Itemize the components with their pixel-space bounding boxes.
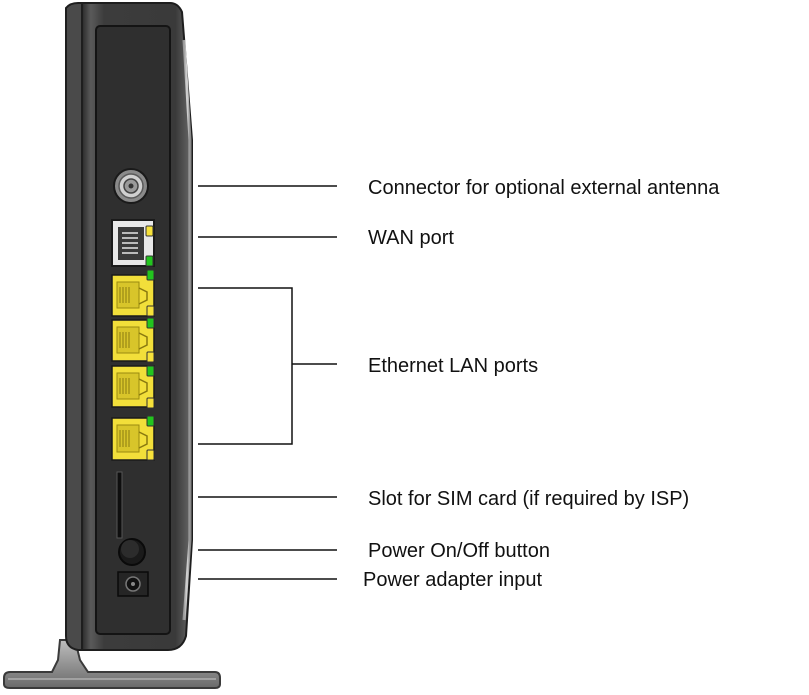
lan-bracket [198, 287, 293, 445]
lan-led-green [146, 317, 155, 329]
lan-led-yellow [146, 449, 155, 461]
label-wan-port: WAN port [368, 227, 454, 249]
label-power-button: Power On/Off button [368, 540, 550, 562]
lan-port-3[interactable] [111, 365, 155, 409]
lan-led-green [146, 365, 155, 377]
label-lan-ports: Ethernet LAN ports [368, 355, 539, 377]
label-sim-slot: Slot for SIM card (if required by ISP) [368, 488, 690, 510]
lan-led-green [146, 269, 155, 281]
lan-port-1[interactable] [111, 269, 155, 317]
lan-led-green [146, 415, 155, 427]
wan-led-green [145, 255, 154, 267]
label-power-input: Power adapter input [363, 569, 543, 591]
lan-port-2[interactable] [111, 317, 155, 363]
lan-led-yellow [146, 397, 155, 409]
lan-led-yellow [146, 351, 155, 363]
leader-lines [198, 185, 337, 580]
router-stand [3, 639, 221, 689]
antenna-connector[interactable] [113, 168, 149, 204]
power-adapter-input[interactable] [117, 571, 149, 597]
lan-port-4[interactable] [111, 415, 155, 461]
wan-port[interactable] [111, 219, 155, 267]
power-button[interactable] [118, 538, 146, 566]
label-antenna-connector: Connector for optional external antenna [368, 177, 720, 199]
lan-led-yellow [146, 305, 155, 317]
wan-led-yellow [145, 225, 154, 237]
sim-card-slot[interactable] [116, 471, 123, 539]
